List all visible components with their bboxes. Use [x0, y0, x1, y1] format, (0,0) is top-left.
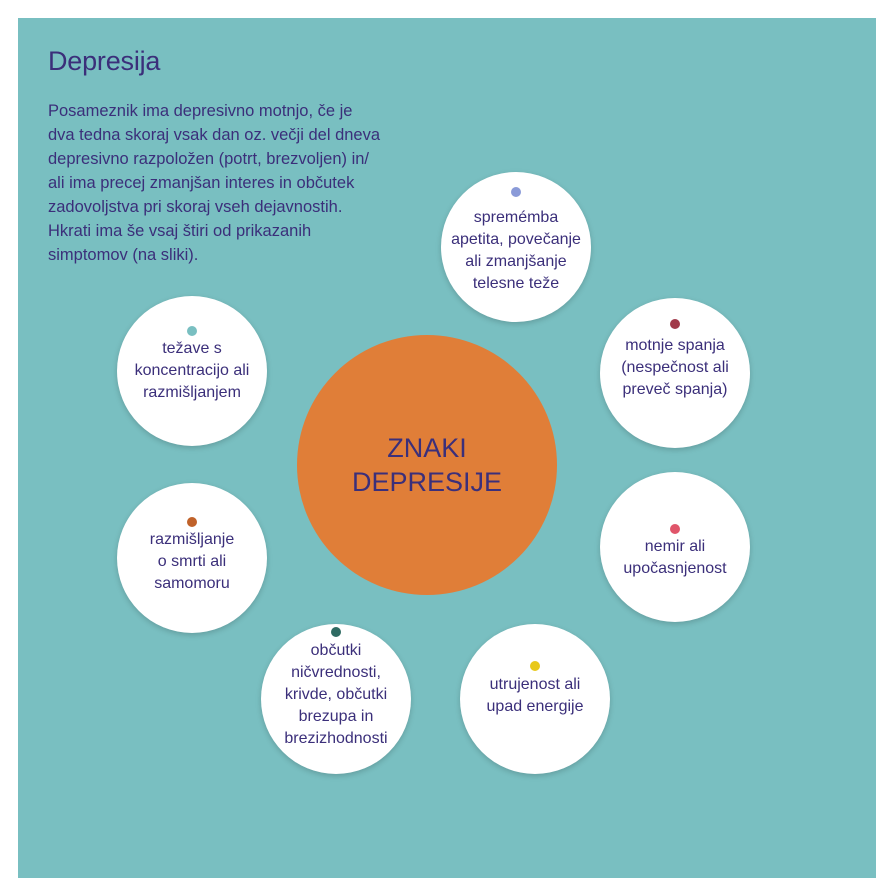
dot-icon: [670, 319, 680, 329]
symptom-node-death-thoughts: razmišljanje o smrti ali samomoru: [117, 483, 267, 633]
intro-text: Posameznik ima depresivno motnjo, če je …: [48, 102, 381, 264]
page-title: Depresija: [48, 46, 161, 76]
symptom-node-appetite: spremémba apetita, povečanje ali zmanjša…: [441, 172, 591, 322]
dot-icon: [187, 517, 197, 527]
symptom-label: spremémba apetita, povečanje ali zmanjša…: [451, 209, 581, 292]
symptom-node-sleep: motnje spanja (nespečnost ali preveč spa…: [600, 298, 750, 448]
center-circle: ZNAKI DEPRESIJE: [297, 335, 557, 595]
dot-icon: [187, 326, 197, 336]
symptom-node-worthlessness: občutki ničvrednosti, krivde, občutki br…: [261, 624, 411, 774]
dot-icon: [331, 627, 341, 637]
symptom-label: utrujenost ali upad energije: [486, 676, 584, 715]
symptom-label: nemir ali upočasnjenost: [623, 538, 727, 577]
symptom-label: motnje spanja (nespečnost ali preveč spa…: [621, 337, 729, 398]
symptom-node-fatigue: utrujenost ali upad energije: [460, 624, 610, 774]
symptom-node-agitation: nemir ali upočasnjenost: [600, 472, 750, 622]
symptom-label: razmišljanje o smrti ali samomoru: [149, 531, 235, 592]
symptom-label: težave s koncentracijo ali razmišljanjem: [134, 340, 250, 401]
dot-icon: [511, 187, 521, 197]
dot-icon: [530, 661, 540, 671]
symptom-node-concentration: težave s koncentracijo ali razmišljanjem: [117, 296, 267, 446]
symptom-label: občutki ničvrednosti, krivde, občutki br…: [284, 642, 388, 747]
dot-icon: [670, 524, 680, 534]
